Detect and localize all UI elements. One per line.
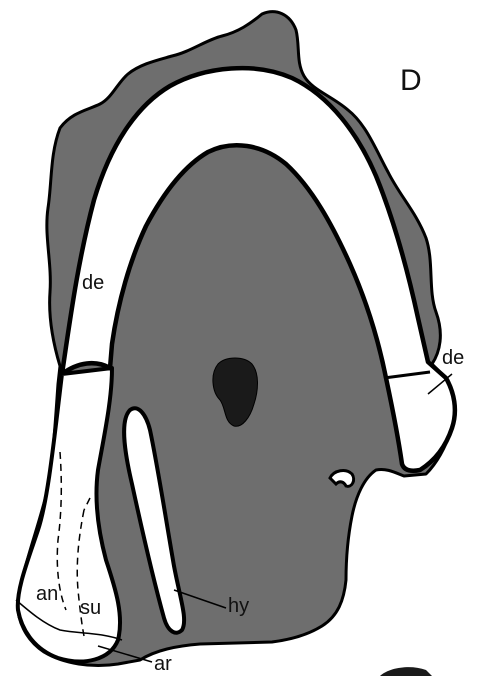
- label-su: su: [80, 597, 101, 619]
- label-de-upper: de: [82, 272, 104, 294]
- label-hy: hy: [228, 595, 249, 617]
- lower-fragment: [380, 667, 432, 676]
- panel-letter: D: [400, 64, 422, 97]
- label-an: an: [36, 583, 58, 605]
- label-ar: ar: [154, 653, 172, 675]
- label-de-right: de: [442, 347, 464, 369]
